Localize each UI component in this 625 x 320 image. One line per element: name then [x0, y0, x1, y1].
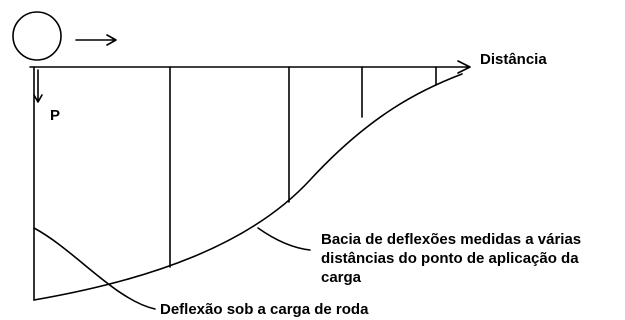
load-label: P: [50, 107, 60, 124]
basin-label-line-2: distâncias do ponto de aplicação da: [321, 250, 579, 267]
distance-axis-label: Distância: [480, 51, 547, 68]
wheel: [12, 11, 62, 61]
deflection-basin-curve: [33, 73, 463, 301]
distance-axis: [29, 60, 471, 74]
load-arrow: [33, 69, 43, 103]
basin-label-line-1: Bacia de deflexões medidas a várias: [321, 231, 581, 248]
basin-label-line-3: carga: [321, 269, 362, 286]
wheel-direction-arrow: [75, 34, 117, 46]
basin-leader-line: [257, 227, 311, 251]
deflection-label: Deflexão sob a carga de roda: [160, 301, 369, 318]
deflection-leader-line: [33, 227, 156, 310]
